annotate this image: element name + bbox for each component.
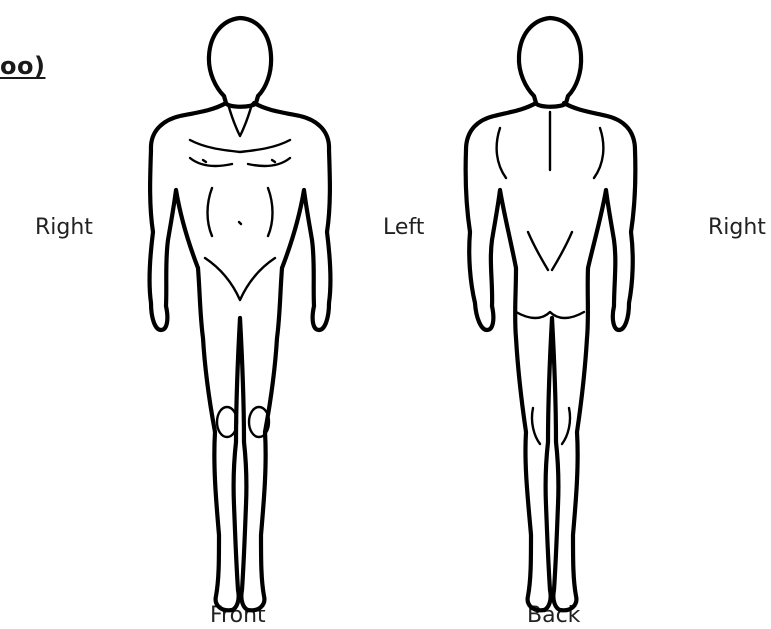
front-abs-right — [268, 188, 273, 236]
front-head — [209, 18, 271, 107]
back-head — [519, 18, 581, 107]
front-body-outline — [150, 103, 331, 610]
back-body-figure — [466, 18, 636, 610]
front-body-figure — [150, 18, 331, 610]
front-knee-left — [217, 407, 237, 437]
back-lower-back — [528, 232, 572, 270]
front-chest-line — [190, 140, 290, 152]
front-pec-left — [190, 158, 232, 166]
back-knee-right — [562, 408, 570, 444]
front-pelvis — [205, 258, 275, 300]
back-gluteal-fold — [516, 312, 584, 318]
front-nipple-left — [203, 160, 206, 162]
back-scapula-right — [594, 128, 603, 178]
front-abs-left — [208, 188, 213, 236]
back-knee-left — [532, 408, 540, 444]
back-body-outline — [466, 103, 636, 610]
front-navel — [239, 222, 241, 224]
front-nipple-right — [272, 160, 275, 162]
front-pec-right — [248, 158, 290, 166]
back-scapula-left — [497, 128, 506, 178]
